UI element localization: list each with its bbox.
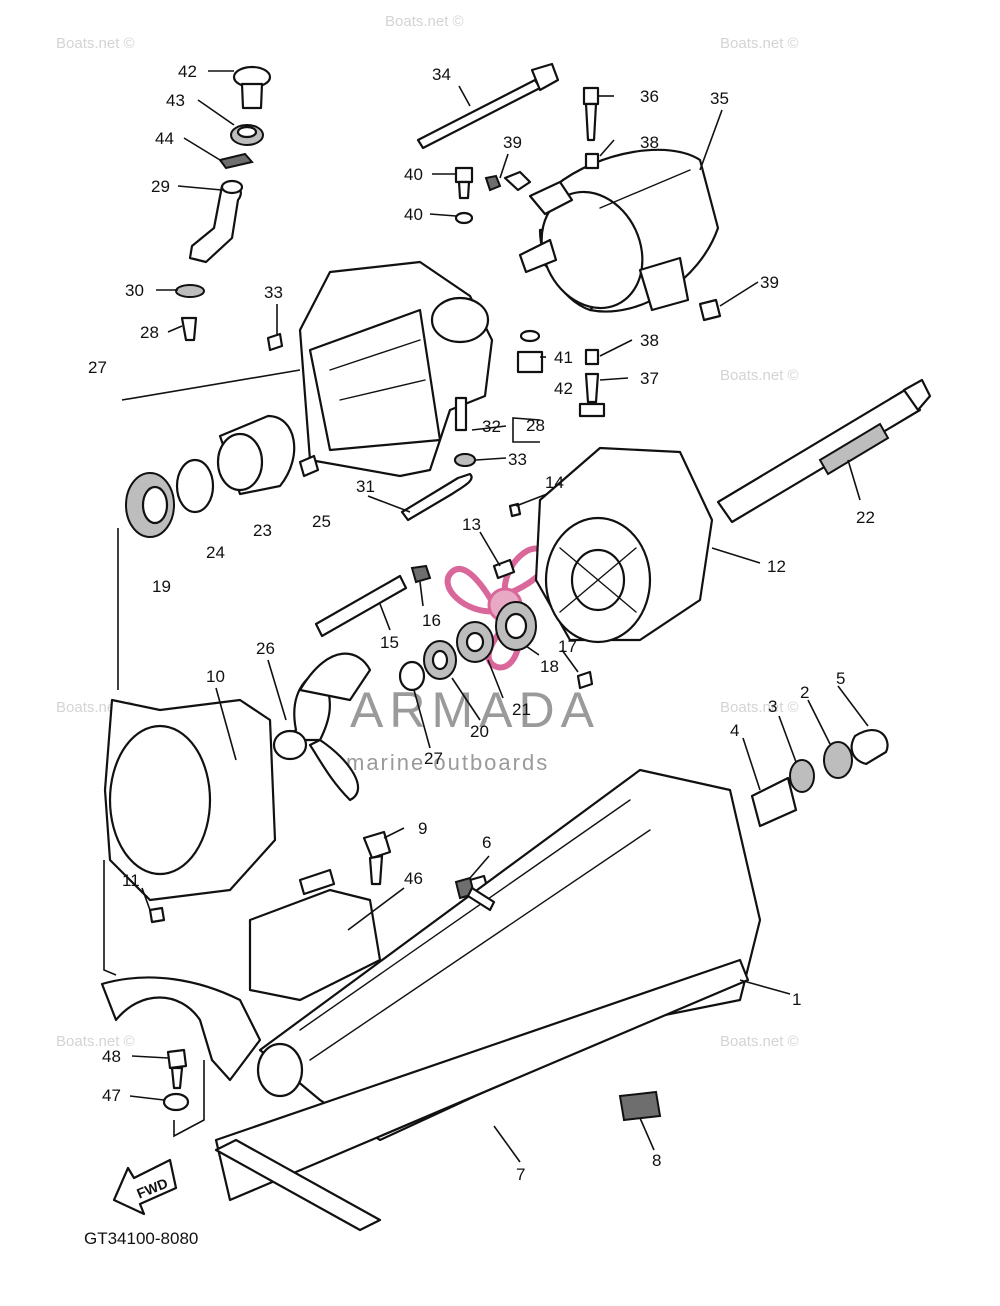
callout-label: 13	[462, 515, 481, 534]
drive-shaft-22	[716, 378, 932, 524]
callout-label: 26	[256, 639, 275, 658]
pump-body-1	[100, 768, 762, 1232]
callout-label: 39	[503, 133, 522, 152]
callout-label: 10	[206, 667, 225, 686]
forward-direction-arrow-icon: FWD	[112, 1158, 178, 1216]
cylinder-assembly-37	[503, 148, 722, 322]
callout-label: 3	[768, 697, 777, 716]
callout-label: 44	[155, 129, 174, 148]
callout-label: 33	[508, 450, 527, 469]
impeller-housing-12	[508, 446, 714, 690]
cooling-hose-parts	[175, 65, 272, 342]
callout-label: 5	[836, 669, 845, 688]
callout-label: 12	[767, 557, 786, 576]
callout-label: 38	[640, 331, 659, 350]
callout-label: 14	[545, 473, 564, 492]
callout-label: 2	[800, 683, 809, 702]
callout-label: 28	[140, 323, 159, 342]
watermark: Boats.net ©	[56, 35, 135, 52]
callout-label: 28	[526, 416, 545, 435]
callout-label: 40	[404, 165, 423, 184]
fasteners-top	[454, 86, 606, 418]
callout-label: 40	[404, 205, 423, 224]
watermark: Boats.net ©	[720, 699, 799, 716]
callout-label: 37	[640, 369, 659, 388]
callout-label: 4	[730, 721, 739, 740]
callout-label: 31	[356, 477, 375, 496]
watermark: Boats.net ©	[56, 1033, 135, 1050]
callout-label: 8	[652, 1151, 661, 1170]
callout-label: 18	[540, 657, 559, 676]
callout-label: 42	[178, 62, 197, 81]
callout-label: 43	[166, 91, 185, 110]
callout-label: 30	[125, 281, 144, 300]
bolt-6	[454, 876, 496, 912]
impeller-shaft-parts	[314, 558, 537, 692]
callout-label: 41	[554, 348, 573, 367]
long-bolt-36	[416, 62, 560, 150]
bolts-45-46	[162, 1048, 190, 1112]
watermark: Boats.net ©	[720, 35, 799, 52]
callout-label: 39	[760, 273, 779, 292]
impeller-26	[272, 652, 372, 802]
callout-label: 16	[422, 611, 441, 630]
callout-label: 6	[482, 833, 491, 852]
nozzle-parts	[125, 414, 320, 538]
callout-label: 15	[380, 633, 399, 652]
callout-label: 36	[640, 87, 659, 106]
callout-label: 25	[312, 512, 331, 531]
callout-label: 34	[432, 65, 451, 84]
callout-label: 24	[206, 543, 225, 562]
callout-label: 42	[554, 379, 573, 398]
callout-label: 33	[264, 283, 283, 302]
callout-label: 1	[792, 990, 801, 1009]
shaft-end-parts	[750, 729, 889, 828]
watermark: Boats.net ©	[720, 1033, 799, 1050]
watermark: Boats.net ©	[385, 13, 464, 30]
callout-label: 27	[88, 358, 107, 377]
callout-label: 48	[102, 1047, 121, 1066]
callout-label: 27	[424, 749, 443, 768]
callout-label: 32	[482, 417, 501, 436]
callout-label: 23	[253, 521, 272, 540]
leader-lines	[103, 70, 869, 1163]
callout-label: 7	[516, 1165, 525, 1184]
callout-labels: 42 43 44 29 30 28 27 33 34 35 36 38 39 4…	[88, 62, 875, 1184]
callout-label: 38	[640, 133, 659, 152]
armada-logo: ARMADA marine outboards	[346, 545, 600, 775]
drain-hose-parts	[400, 453, 476, 522]
brand-name: ARMADA	[350, 682, 600, 738]
callout-label: 35	[710, 89, 729, 108]
watermark: Boats.net ©	[720, 367, 799, 384]
brand-tagline: marine outboards	[346, 750, 549, 775]
callout-label: 29	[151, 177, 170, 196]
callout-label: 19	[152, 577, 171, 596]
callout-label: 21	[512, 700, 531, 719]
callout-label: 9	[418, 819, 427, 838]
callout-label: 22	[856, 508, 875, 527]
plug-9	[362, 830, 392, 886]
callout-label: 46	[404, 869, 423, 888]
callout-label: 11	[122, 871, 140, 890]
callout-label: 47	[102, 1086, 121, 1105]
pump-housing-upper	[266, 260, 494, 478]
callout-label: 20	[470, 722, 489, 741]
diagram-code: GT34100-8080	[84, 1229, 198, 1248]
callout-label: 17	[558, 637, 577, 656]
